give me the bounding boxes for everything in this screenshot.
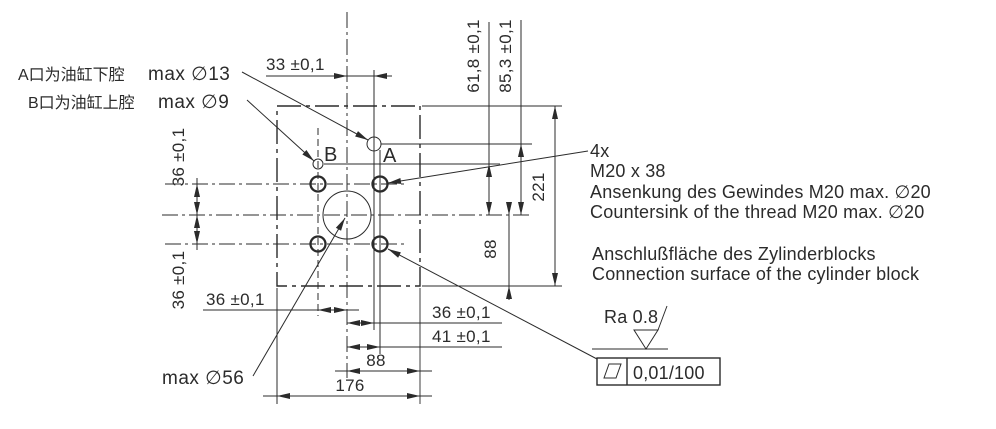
leader-max-d56 (252, 217, 346, 377)
dim-36-vertical-bottom: 36 ±0,1 (169, 251, 188, 310)
roughness-check-icon (633, 329, 659, 350)
thread-countersink-de: Ansenkung des Gewindes M20 max. ∅20 (590, 182, 931, 202)
dim-85-3: 85,3 ±0,1 (496, 19, 515, 92)
centerlines (162, 12, 532, 378)
dim-41: 41 ±0,1 (432, 327, 491, 346)
leader-thread-note (387, 150, 589, 184)
callout-max-d56: max ∅56 (162, 368, 244, 389)
dim-176: 176 (335, 376, 364, 395)
port-b-circle (312, 158, 324, 170)
dim-33: 33 ±0,1 (266, 55, 325, 74)
dim-36-horizontal-left: 36 ±0,1 (206, 290, 265, 309)
note-port-a-chinese: A口为油缸下腔 (18, 65, 125, 84)
flatness-icon (603, 363, 622, 379)
surface-note-de: Anschlußfläche des Zylinderblocks (592, 244, 876, 264)
dim-88-vertical: 88 (481, 239, 500, 259)
thread-countersink-en: Countersink of the thread M20 max. ∅20 (590, 202, 924, 222)
leader-flatness (387, 248, 598, 360)
dim-36-horizontal-right: 36 ±0,1 (432, 303, 491, 322)
surface-note-en: Connection surface of the cylinder block (592, 264, 920, 284)
port-a-circle (366, 136, 382, 152)
port-b-label: B (324, 144, 337, 166)
leader-lines (241, 71, 598, 377)
flatness-frame: 0,01/100 (596, 357, 721, 386)
note-port-b-chinese: B口为油缸上腔 (28, 93, 135, 112)
callout-max-d13: max ∅13 (148, 64, 230, 85)
cylinder-block-plate-outline (276, 105, 421, 287)
callout-max-d9: max ∅9 (158, 92, 229, 113)
surface-note-block: Anschlußfläche des Zylinderblocks Connec… (592, 244, 920, 284)
leader-max-d13 (241, 71, 369, 141)
dim-61-8: 61,8 ±0,1 (464, 19, 483, 92)
thread-note-block: 4x M20 x 38 Ansenkung des Gewindes M20 m… (590, 141, 931, 222)
roughness-value: Ra 0.8 (604, 307, 658, 327)
dim-36-vertical-top: 36 ±0,1 (169, 128, 188, 187)
thread-spec: M20 x 38 (590, 161, 666, 181)
port-a-label: A (383, 145, 397, 167)
center-bore-circle (322, 190, 372, 240)
dim-88-horizontal: 88 (366, 351, 386, 370)
dimension-lines (194, 20, 558, 399)
surface-finish-symbol: Ra 0.8 (592, 305, 668, 350)
leader-max-d9 (246, 99, 315, 162)
thread-qty: 4x (590, 141, 609, 161)
dim-221: 221 (529, 172, 548, 201)
flatness-value: 0,01/100 (633, 363, 705, 383)
bolt-holes-m20 (309, 175, 389, 253)
